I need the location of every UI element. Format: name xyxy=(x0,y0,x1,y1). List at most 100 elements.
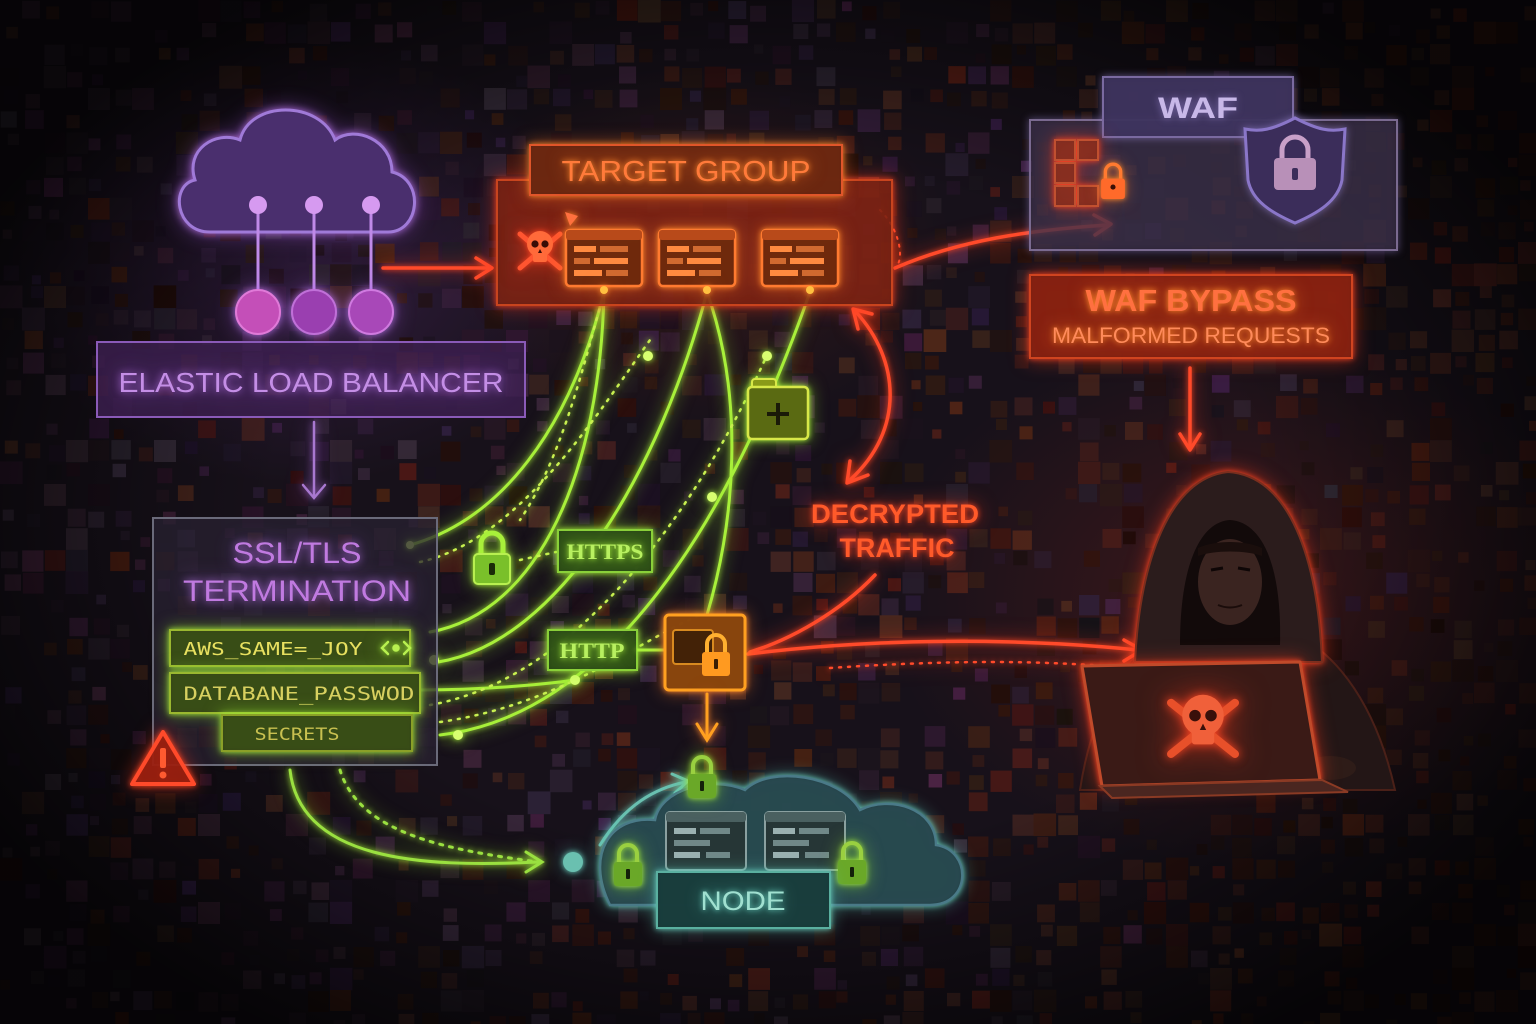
server-header xyxy=(566,230,642,240)
server-icon xyxy=(764,811,846,871)
server-icon xyxy=(760,228,840,288)
lock-icon xyxy=(473,530,511,585)
arrowhead xyxy=(474,256,494,280)
port-dot xyxy=(362,196,380,214)
folder-plus-icon xyxy=(746,378,810,441)
decrypted-traffic-label: DECRYPTED TRAFFIC xyxy=(811,499,979,563)
server-line xyxy=(606,270,628,276)
server-icon xyxy=(564,228,644,288)
skull-eye xyxy=(1189,709,1201,722)
arrow-line xyxy=(288,768,540,866)
spark-icon xyxy=(565,212,578,226)
backend-node xyxy=(291,289,337,335)
http-frame xyxy=(547,629,638,671)
warning-dot xyxy=(159,771,167,779)
secret-row: AWS_SAME=_JOY xyxy=(169,629,411,667)
server-header xyxy=(765,812,845,822)
target-group-label: TARGET GROUP xyxy=(562,156,811,188)
server-line xyxy=(796,246,824,252)
grid-cell xyxy=(1077,185,1099,207)
server-line xyxy=(667,270,695,276)
port-dot xyxy=(249,196,267,214)
laptop-base xyxy=(1097,778,1349,800)
ssl-title-line2: TERMINATION xyxy=(183,575,411,608)
waf-label: WAF xyxy=(1158,92,1238,125)
lock-icon xyxy=(614,843,642,886)
waf-bypass-frame xyxy=(1029,274,1353,359)
traffic-node-dot xyxy=(707,492,717,502)
https-badge: HTTPS xyxy=(557,529,653,573)
skull-cranium xyxy=(527,231,553,257)
server-line xyxy=(674,828,696,834)
hood-shadow xyxy=(1198,542,1262,556)
lock-shackle xyxy=(1279,134,1311,160)
warning-icon xyxy=(130,730,196,786)
shield-lock-icon xyxy=(1243,116,1347,225)
lock-shackle xyxy=(705,633,727,652)
elb-to-ssl-arrow xyxy=(301,420,327,500)
server-header xyxy=(666,812,746,822)
server-line xyxy=(667,258,683,264)
http-badge: HTTP xyxy=(547,629,665,671)
server-line xyxy=(699,270,721,276)
decryption-point xyxy=(663,613,747,692)
skull-cranium xyxy=(1182,694,1224,737)
backend-nodes xyxy=(235,289,394,335)
skull-crossbones-icon xyxy=(517,231,563,271)
lock-keyhole xyxy=(850,867,854,877)
skull-jaw xyxy=(533,253,547,262)
dotted-arrow-line xyxy=(828,660,1132,670)
lock-shackle xyxy=(691,755,713,774)
port-dot xyxy=(305,196,323,214)
arrowhead xyxy=(845,459,870,485)
traffic-curve xyxy=(418,678,577,692)
grid-cell xyxy=(1077,139,1099,161)
server-line xyxy=(805,852,829,858)
skull-eye xyxy=(1205,709,1217,722)
dot-icon xyxy=(392,644,400,652)
skull-nose xyxy=(538,249,542,253)
server-line xyxy=(687,258,721,264)
server-line xyxy=(574,258,590,264)
server-line xyxy=(700,828,730,834)
load-balancer-cloud xyxy=(178,108,416,335)
traffic-node-dot xyxy=(570,675,580,685)
lock-keyhole xyxy=(714,659,718,669)
arrow-line xyxy=(848,310,892,482)
server-line xyxy=(770,270,798,276)
decrypted-traffic-line2: TRAFFIC xyxy=(840,533,955,563)
waf-bypass-subtitle: MALFORMED REQUESTS xyxy=(1052,323,1330,348)
arrowhead xyxy=(524,850,545,874)
traffic-curve xyxy=(705,290,734,617)
rule-grid-icon xyxy=(1054,139,1099,207)
arrow-line xyxy=(748,573,877,654)
cloud-icon xyxy=(178,108,416,234)
target-servers xyxy=(564,228,840,288)
grid-cell xyxy=(1054,139,1076,161)
hacker-eye xyxy=(1210,566,1224,572)
entry-point-dot xyxy=(563,852,583,872)
chevron-right-icon xyxy=(402,640,412,656)
dotted-traffic-curves xyxy=(418,290,769,724)
dotted-curve xyxy=(518,290,606,522)
secret-row-frame xyxy=(221,714,413,752)
secret-aws-key: AWS_SAME=_JOY xyxy=(184,639,363,660)
server-line xyxy=(770,258,786,264)
server-icon xyxy=(665,811,747,871)
hacker-mouth xyxy=(1217,604,1243,609)
node-locks xyxy=(614,755,866,886)
lock-shackle xyxy=(478,530,506,554)
grid-cell xyxy=(1054,185,1076,207)
dotted-curve xyxy=(418,338,652,564)
label-frame xyxy=(96,341,526,418)
hacker-eye xyxy=(1237,566,1251,572)
ssl-title-line1: SSL/TLS xyxy=(233,537,362,570)
traffic-curve xyxy=(428,290,606,634)
dotted-curve xyxy=(438,613,702,724)
transfer-arrows-icon xyxy=(380,640,412,656)
secret-generic: SECRETS xyxy=(255,725,340,745)
waf-bypass-title: WAF BYPASS xyxy=(1086,283,1297,318)
arrow-line xyxy=(338,768,540,864)
server-line xyxy=(693,246,721,252)
ssl-termination-panel: SSL/TLS TERMINATION AWS_SAME=_JOY DATABA… xyxy=(152,517,438,766)
